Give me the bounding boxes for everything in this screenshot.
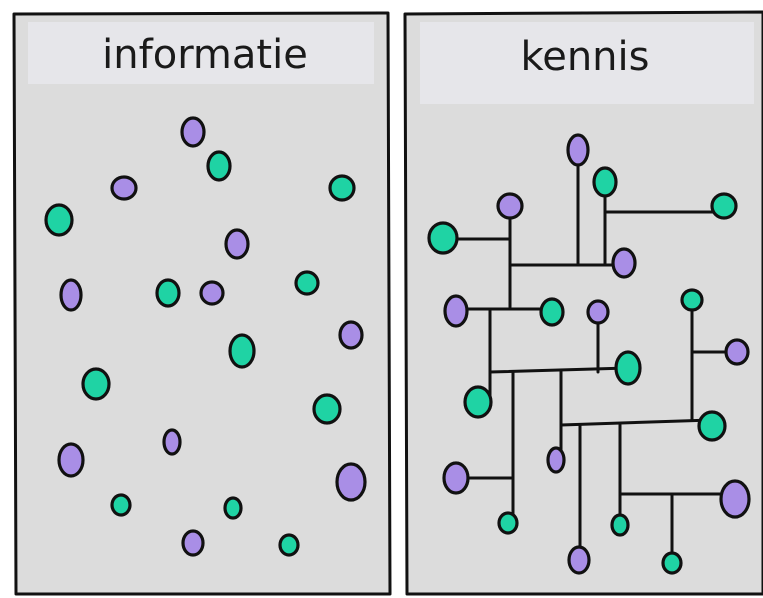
informatie-purple-dot-7 — [59, 278, 83, 312]
panel-kennis: kennis — [403, 10, 763, 596]
informatie-purple-dot-1 — [180, 116, 206, 148]
informatie-teal-dot-21 — [278, 533, 300, 557]
informatie-purple-dot-3 — [110, 175, 138, 201]
informatie-purple-dot-11 — [338, 320, 364, 350]
informatie-purple-dot-17 — [335, 462, 367, 502]
panel-informatie-title: informatie — [102, 32, 308, 78]
kennis-connection-15 — [559, 418, 714, 427]
informatie-teal-dot-12 — [228, 333, 256, 369]
informatie-purple-dot-15 — [162, 428, 182, 456]
kennis-purple-dot-9 — [586, 299, 610, 325]
kennis-teal-dot-2 — [592, 166, 618, 198]
kennis-teal-dot-19 — [610, 513, 630, 537]
panel-kennis-frame — [403, 10, 763, 596]
kennis-purple-dot-11 — [724, 338, 750, 366]
kennis-teal-dot-13 — [463, 385, 493, 419]
informatie-teal-dot-18 — [110, 493, 132, 517]
informatie-teal-dot-13 — [81, 367, 111, 401]
informatie-teal-dot-19 — [223, 496, 243, 520]
kennis-teal-dot-5 — [427, 221, 459, 255]
informatie-teal-dot-2 — [206, 150, 232, 182]
panel-informatie-header — [28, 22, 374, 84]
informatie-teal-dot-4 — [328, 174, 356, 202]
kennis-teal-dot-18 — [497, 511, 519, 535]
informatie-purple-dot-16 — [57, 442, 85, 478]
kennis-purple-dot-6 — [611, 247, 637, 279]
kennis-purple-dot-1 — [566, 133, 590, 167]
panel-informatie-dots — [44, 116, 367, 557]
kennis-teal-dot-21 — [661, 551, 683, 575]
informatie-purple-dot-20 — [181, 529, 205, 557]
panel-informatie: informatie — [12, 11, 392, 596]
panel-kennis-dots — [427, 133, 751, 575]
panel-informatie-frame — [12, 11, 392, 596]
informatie-purple-dot-9 — [199, 280, 225, 306]
kennis-purple-dot-15 — [546, 446, 566, 474]
panel-kennis-header — [420, 22, 754, 104]
kennis-teal-dot-10 — [680, 288, 704, 312]
kennis-teal-dot-3 — [710, 192, 738, 220]
kennis-purple-dot-16 — [442, 461, 470, 495]
kennis-teal-dot-12 — [614, 350, 642, 386]
kennis-teal-dot-8 — [539, 297, 565, 327]
kennis-purple-dot-17 — [719, 479, 751, 519]
informatie-teal-dot-5 — [44, 203, 74, 237]
panel-kennis-title: kennis — [520, 34, 649, 80]
informatie-teal-dot-8 — [155, 278, 181, 308]
informatie-purple-dot-6 — [224, 228, 250, 260]
kennis-teal-dot-14 — [697, 410, 727, 442]
kennis-purple-dot-7 — [443, 294, 469, 328]
kennis-purple-dot-20 — [567, 545, 591, 575]
kennis-purple-dot-4 — [496, 192, 524, 220]
informatie-teal-dot-14 — [312, 393, 342, 425]
informatie-teal-dot-10 — [294, 270, 320, 296]
